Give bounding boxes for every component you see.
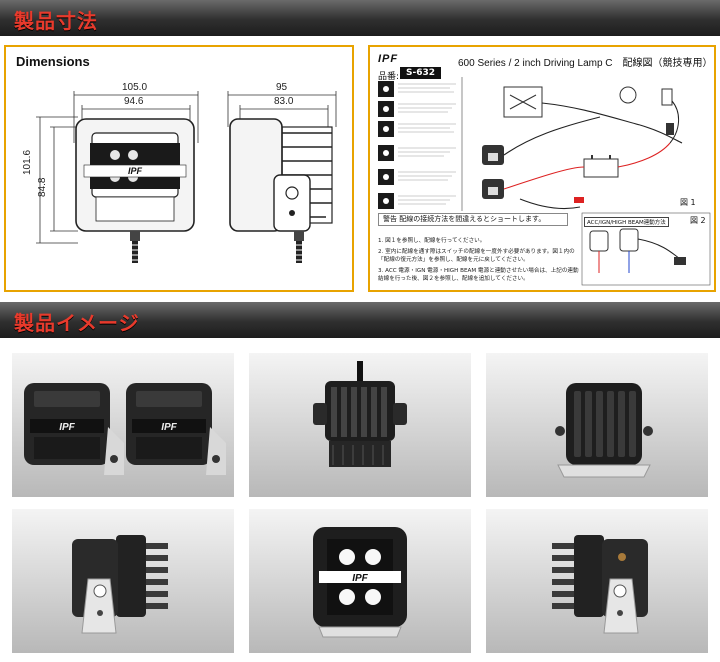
svg-text:IPF: IPF	[128, 166, 143, 176]
dim-height-outer: 101.6	[22, 149, 33, 175]
dim-width-inner: 94.6	[124, 96, 144, 107]
section-header-images: 製品イメージ	[0, 302, 720, 338]
dimensions-title: Dimensions	[16, 54, 90, 69]
photo-side-left	[12, 509, 234, 653]
wiring-note: 3. ACC 電源・IGN 電源・HIGH BEAM 電源と連動させたい場合は、…	[378, 268, 579, 283]
section-title-dimensions: 製品寸法	[14, 9, 98, 33]
photo-front-lit: IPF	[249, 509, 471, 653]
svg-text:IPF: IPF	[161, 422, 177, 433]
dim-height-inner: 84.8	[37, 177, 48, 197]
dimensions-panel: Dimensions	[4, 45, 354, 292]
figure-2-label: 図 2	[690, 216, 706, 225]
section-title-images: 製品イメージ	[14, 311, 140, 335]
part-number-label: 品番:	[378, 72, 400, 82]
svg-text:IPF: IPF	[352, 573, 368, 584]
wiring-notes: 1. 図１を参照し、配線を行ってください。 2. 室内に配線を通す際はスイッチの…	[378, 237, 583, 287]
photo-side-right	[486, 509, 708, 653]
ipf-logo: IPF	[378, 53, 399, 65]
acc-connection-label: ACC/IGN/HIGH BEAM連動方法	[584, 217, 669, 227]
dimensions-drawing: IPF	[36, 91, 337, 263]
photo-top-view	[249, 353, 471, 497]
dim-depth-outer: 95	[276, 82, 288, 93]
section-header-dimensions: 製品寸法	[0, 0, 720, 36]
figure-1-label: 図 1	[680, 198, 696, 207]
photo-rear-view	[486, 353, 708, 497]
wiring-note: 1. 図１を参照し、配線を行ってください。	[378, 238, 486, 244]
wiring-diagram-panel: IPF 600 Series / 2 inch Driving Lamp C 配…	[368, 45, 716, 292]
svg-text:IPF: IPF	[59, 422, 75, 433]
photo-pair-front: IPF IPF	[12, 353, 234, 497]
part-number-value: S-632	[400, 67, 442, 79]
dim-width-outer: 105.0	[122, 82, 148, 93]
dim-depth-inner: 83.0	[274, 96, 294, 107]
warning-note: 警告 配線の接続方法を間違えるとショートします。	[378, 213, 568, 226]
wiring-series-title: 600 Series / 2 inch Driving Lamp C 配線図（競…	[458, 58, 713, 69]
wiring-note: 2. 室内に配線を通す際はスイッチの配線を一度外す必要があります。図１内の「配線…	[378, 249, 575, 264]
wiring-schematic	[378, 77, 711, 286]
